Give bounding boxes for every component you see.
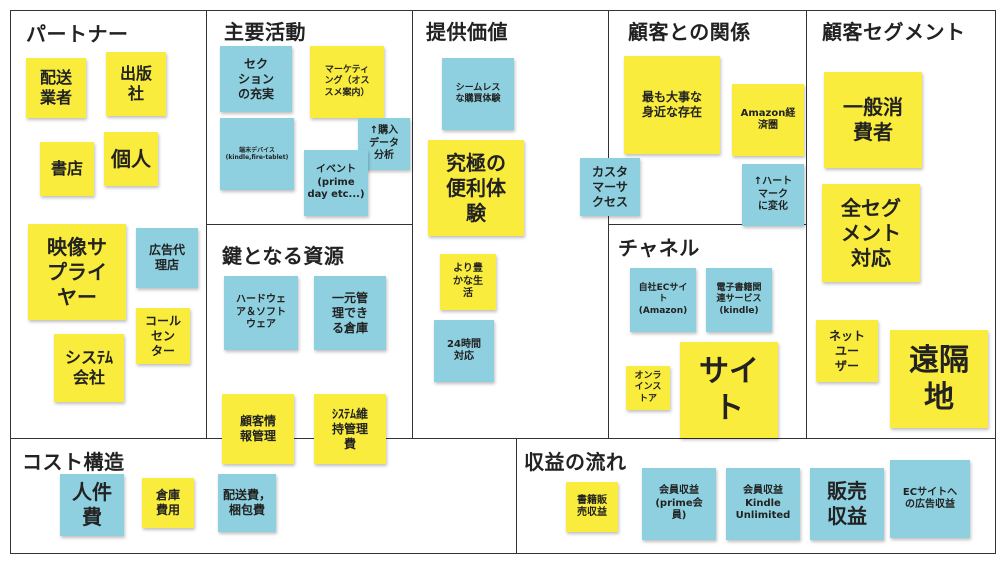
sticky-note: 倉庫 費用 [142,478,194,528]
sticky-note: 書店 [40,142,94,196]
sticky-note: より豊 かな生 活 [440,254,496,310]
divider [412,10,413,438]
sticky-note: ネット ユー ザー [816,320,878,382]
sticky-note: オンラ インス トア [626,366,670,410]
sticky-note: シスﾃﾑ 会社 [54,334,124,402]
sticky-note: セク ション の充実 [220,46,292,112]
sticky-note: ｼｽﾃﾑ維 持管理 費 [314,394,386,464]
sticky-note: サイ ト [680,342,778,438]
sticky-note: 全セグ メント 対応 [822,184,920,282]
divider [608,224,806,225]
sticky-note: 会員収益 Kindle Unlimited [726,468,800,540]
sticky-note: 究極の 便利体 験 [428,140,524,236]
divider [10,438,996,439]
sticky-note: 端末デバイス (kindle,fire-tablet) [220,118,294,190]
sticky-note: 販売 収益 [810,468,884,540]
sticky-note: 顧客情 報管理 [222,394,294,464]
sticky-note: 24時間 対応 [434,320,494,382]
sticky-note: 最も大事な 身近な存在 [624,56,720,154]
sticky-note: 配送費， 梱包費 [218,474,276,532]
section-title-channels: チャネル [618,236,700,260]
divider [516,438,517,554]
sticky-note: 出版 社 [106,52,166,116]
sticky-note: 一般消 費者 [824,72,922,168]
sticky-note: マーケティ ング（オス スメ案内） [310,46,384,118]
sticky-note: 会員収益 (prime会 員) [642,468,716,540]
divider [806,10,807,438]
section-title-revenue-streams: 収益の流れ [524,450,627,474]
sticky-note: ECサイトへ の広告収益 [890,460,970,538]
divider [206,224,412,225]
sticky-note: 人件 費 [60,474,124,536]
sticky-note: 自社ECサイ ト (Amazon) [630,268,696,332]
section-title-key-activities: 主要活動 [224,20,306,44]
sticky-note: Amazon経 済圏 [732,84,804,156]
section-title-partners: パートナー [26,22,129,46]
section-title-cost-structure: コスト構造 [22,450,125,474]
section-title-key-resources: 鍵となる資源 [222,244,345,268]
sticky-note: 配送 業者 [26,58,86,118]
sticky-note: ↑ハート マーク に変化 [742,164,804,226]
section-title-customer-segments: 顧客セグメント [822,20,966,44]
section-title-customer-relationships: 顧客との関係 [628,20,751,44]
sticky-note: 遠隔 地 [890,330,988,428]
sticky-note: ハードウェ ア＆ソフト ウェア [224,276,298,350]
sticky-note: 個人 [104,132,158,186]
sticky-note: イベント (prime day etc...) [304,150,368,216]
sticky-note: 一元管 理でき る倉庫 [314,276,386,350]
canvas-frame [10,10,996,554]
sticky-note: 書籍販 売収益 [566,482,618,532]
sticky-note: 広告代 理店 [136,228,198,288]
section-title-value-proposition: 提供価値 [426,20,508,44]
sticky-note: 電子書籍関 連サービス (kindle) [706,268,772,332]
sticky-note: シームレス な購買体験 [442,58,514,130]
sticky-note: 映像サ プライ ヤー [28,224,126,320]
sticky-note: カスタ マーサ クセス [580,158,640,216]
sticky-note: コール セン ター [136,308,190,364]
